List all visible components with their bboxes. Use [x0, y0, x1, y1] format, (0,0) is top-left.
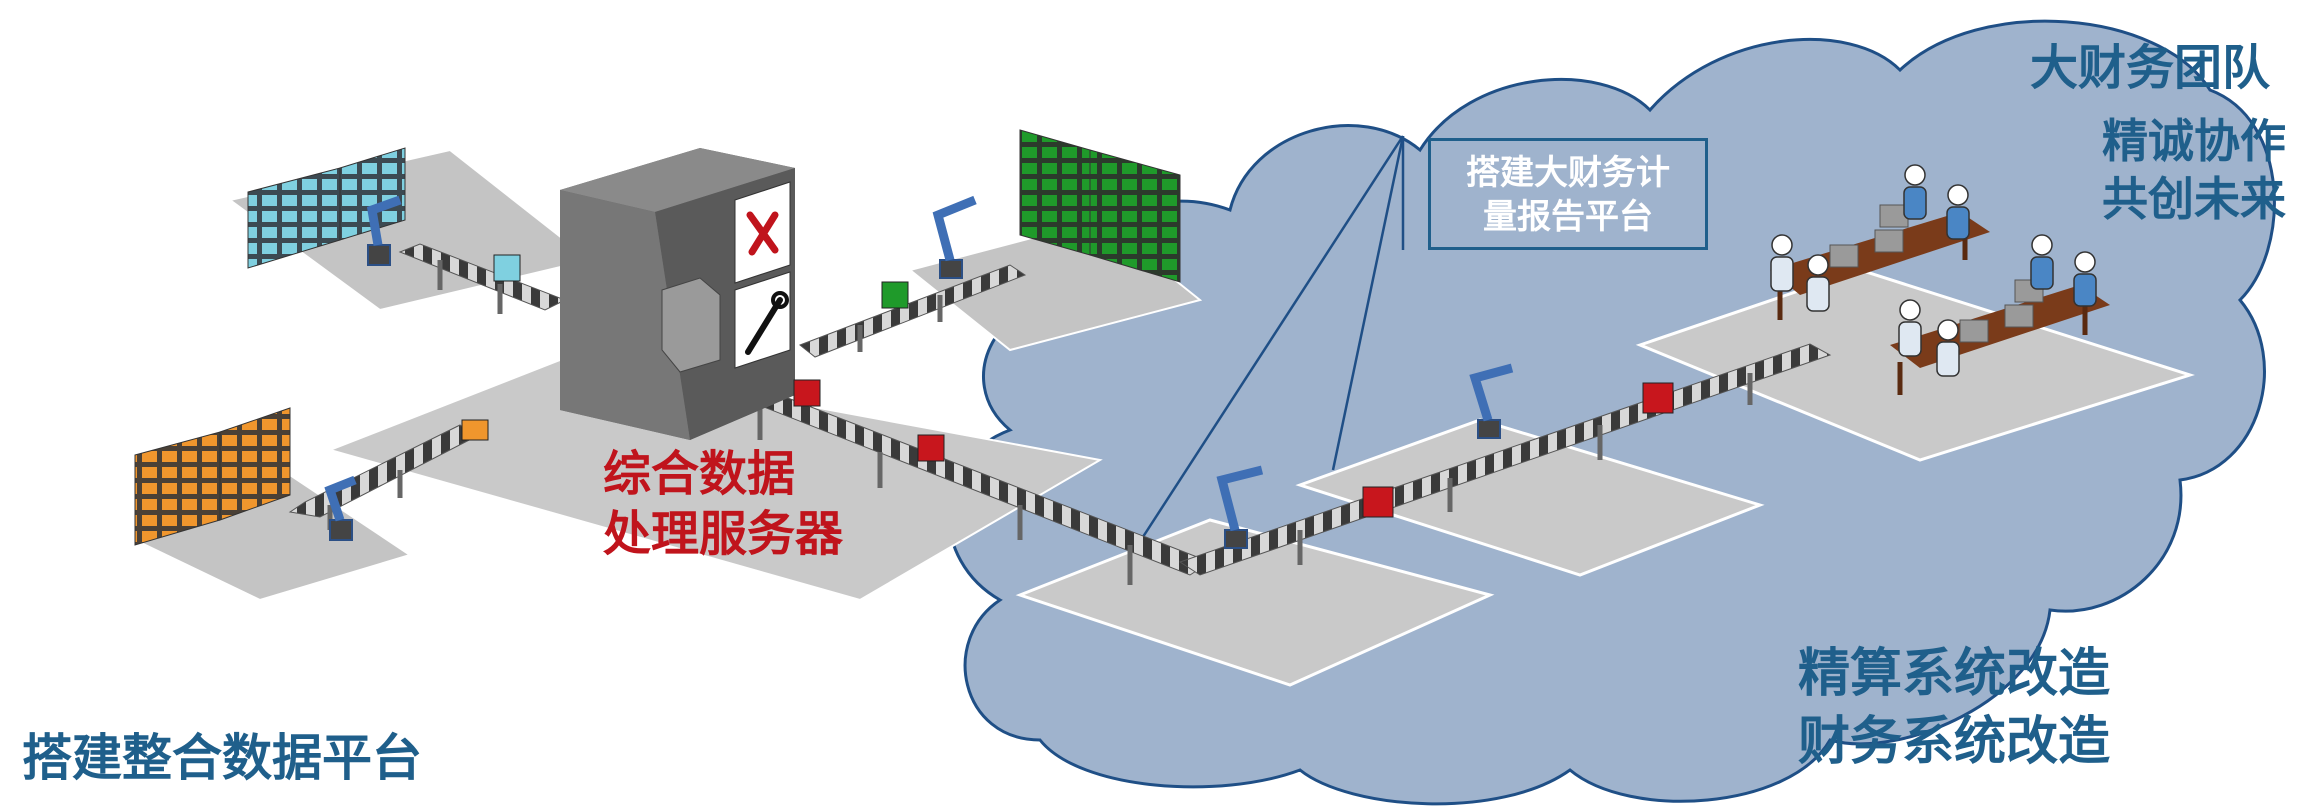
server-label-line2: 处理服务器 [603, 506, 844, 562]
slogan-line1: 精诚协作 [2102, 114, 2286, 168]
platform-box-line1: 搭建大财务计 [1466, 153, 1670, 193]
slogan-line2: 共创未来 [2102, 172, 2286, 226]
server-label-line1: 综合数据 [603, 446, 796, 502]
platform-box: 搭建大财务计 量报告平台 [1428, 138, 1708, 250]
cargo-boxes [461, 254, 1674, 518]
left-platform-label: 搭建整合数据平台 [22, 729, 422, 787]
reform-label: 精算系统改造 财务系统改造 [1798, 640, 2110, 776]
cyan-storage-shelf [247, 147, 406, 269]
server-label: 综合数据 处理服务器 [603, 444, 843, 564]
slogan-label: 精诚协作 共创未来 [2102, 112, 2286, 228]
team-label: 大财务团队 [2030, 40, 2271, 96]
platform-box-line2: 量报告平台 [1483, 197, 1653, 237]
callout-lines [1126, 135, 1405, 561]
wrench-icon [745, 291, 789, 355]
reform-line2: 财务系统改造 [1798, 712, 2111, 772]
reform-line1: 精算系统改造 [1798, 644, 2111, 704]
robot-arm-icon [324, 195, 1514, 549]
orange-storage-shelf [134, 407, 291, 546]
person-at-computer-icon [1770, 164, 2097, 377]
red-x-mark-icon [746, 211, 779, 256]
team-desks [1770, 164, 2110, 395]
server-cabinet [560, 148, 795, 440]
green-storage-shelf [1019, 129, 1181, 283]
